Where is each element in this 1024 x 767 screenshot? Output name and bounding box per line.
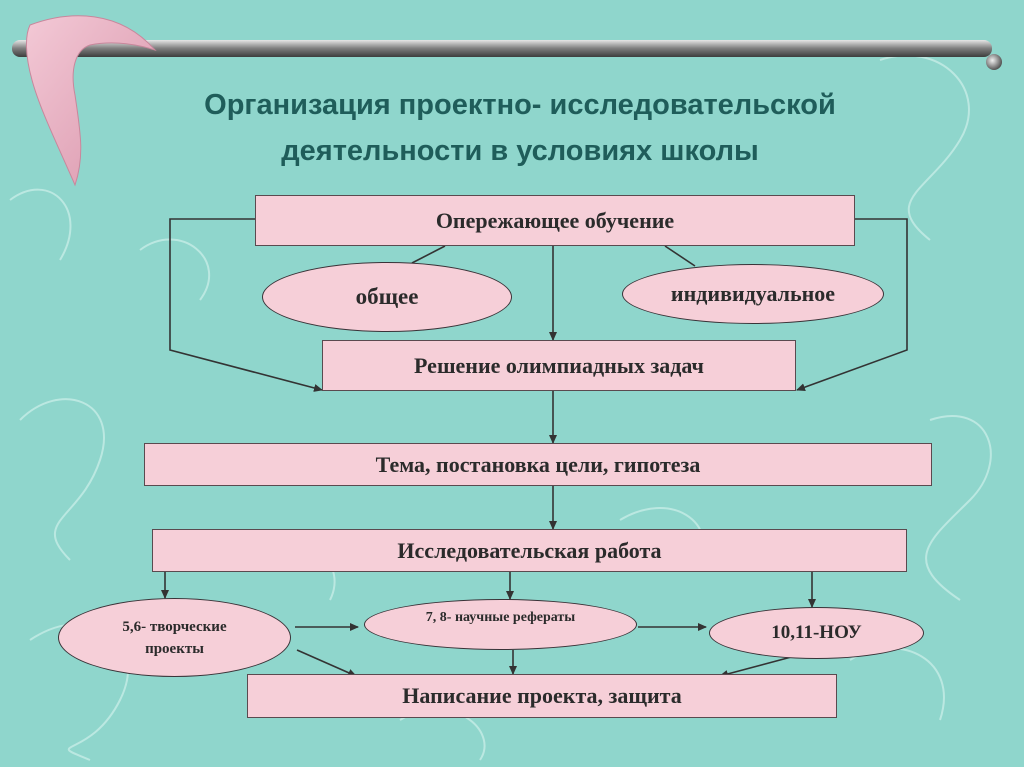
node-research-label: Исследовательская работа <box>397 537 662 563</box>
connector-to-individual <box>664 245 696 267</box>
node-creative-projects-label: 5,6- творческие проекты <box>122 618 227 657</box>
node-topic: Тема, постановка цели, гипотеза <box>144 443 932 486</box>
node-scientific-essays: 7, 8- научные рефераты <box>364 599 637 650</box>
node-olympiad: Решение олимпиадных задач <box>322 340 796 391</box>
node-general-label: общее <box>355 284 419 309</box>
slide-title-line2: деятельности в условиях школы <box>281 135 759 167</box>
node-scientific-essays-label: 7, 8- научные рефераты <box>425 610 576 625</box>
connector-creative-writing <box>296 649 357 677</box>
node-olympiad-label: Решение олимпиадных задач <box>414 352 704 378</box>
node-nou-label: 10,11-НОУ <box>771 622 862 643</box>
slide-title-line1: Организация проектно- исследовательской <box>204 89 836 121</box>
boomerang-icon <box>26 15 157 187</box>
node-individual-label: индивидуальное <box>670 281 836 306</box>
connector-left-bracket <box>169 218 323 392</box>
slide-title: Организация проектно- исследовательской … <box>130 82 910 174</box>
node-creative-projects: 5,6- творческие проекты <box>58 598 291 677</box>
node-topic-label: Тема, постановка цели, гипотеза <box>375 451 701 477</box>
connector-right-bracket <box>796 218 908 392</box>
node-advanced-learning-label: Опережающее обучение <box>435 207 675 233</box>
node-writing-defense: Написание проекта, защита <box>247 674 837 718</box>
rail-bar <box>12 40 1002 70</box>
node-writing-defense-label: Написание проекта, защита <box>402 683 682 708</box>
node-advanced-learning: Опережающее обучение <box>255 195 855 246</box>
node-individual: индивидуальное <box>622 264 884 324</box>
connector-to-general <box>411 245 446 264</box>
node-nou: 10,11-НОУ <box>709 607 924 659</box>
node-general: общее <box>262 262 512 332</box>
node-research: Исследовательская работа <box>152 529 907 572</box>
